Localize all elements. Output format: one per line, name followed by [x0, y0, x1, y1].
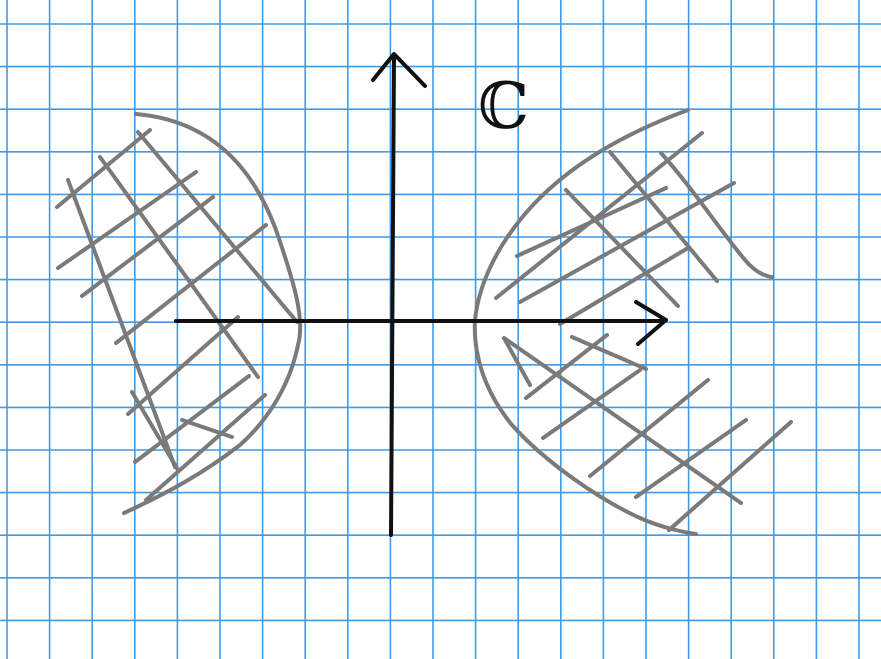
left-region — [55, 112, 303, 515]
hatch-line — [55, 128, 152, 209]
hatch-line — [126, 315, 240, 416]
right-region-upper-edge — [659, 151, 774, 279]
hatch-line — [518, 181, 736, 304]
hatch-line — [494, 131, 704, 300]
right-region-hatching — [494, 131, 793, 532]
complex-plane-symbol: ℂ — [478, 70, 529, 144]
hatch-line — [558, 246, 690, 326]
imaginary-axis — [389, 55, 396, 537]
hatch-line — [634, 418, 748, 499]
hatch-line — [66, 178, 177, 469]
hatch-line — [502, 336, 743, 505]
hatch-line — [114, 223, 268, 345]
hatch-line — [133, 374, 251, 464]
left-region-boundary — [122, 112, 303, 515]
hatch-line — [136, 130, 299, 324]
hatch-line — [541, 368, 642, 440]
hatch-line — [570, 335, 648, 371]
real-axis-arrowhead — [634, 300, 668, 346]
hatch-line — [588, 378, 710, 478]
left-region-hatching — [55, 128, 299, 502]
hatch-line — [524, 333, 609, 400]
hatch-line — [180, 418, 234, 439]
hatch-line — [98, 155, 260, 379]
right-region-boundary — [472, 108, 698, 536]
hatch-line — [515, 186, 668, 258]
hatch-line — [502, 336, 532, 387]
hatch-line — [144, 393, 267, 502]
hatch-line — [667, 420, 793, 532]
hatch-line — [564, 188, 680, 308]
hatch-line — [608, 150, 719, 283]
axes — [174, 52, 668, 537]
right-region — [472, 108, 793, 536]
hatch-line — [130, 390, 180, 472]
imaginary-axis-arrowhead — [371, 52, 427, 88]
hatch-line — [56, 170, 198, 270]
hatch-line — [80, 195, 215, 298]
